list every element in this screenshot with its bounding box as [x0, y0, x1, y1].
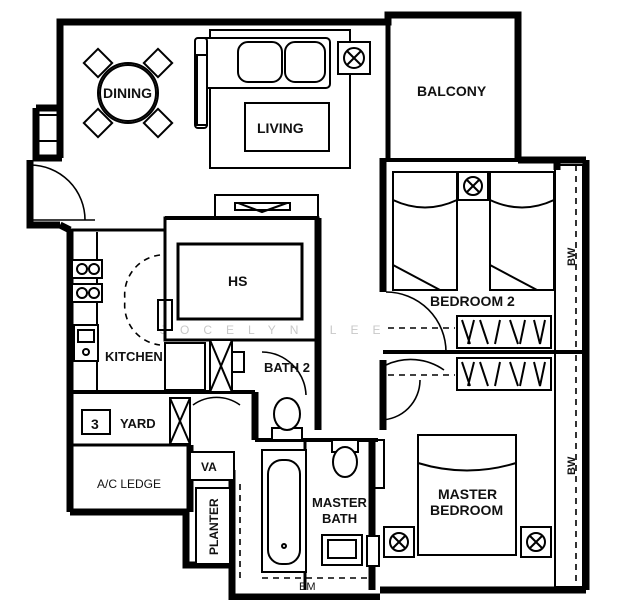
room-label-balcony: BALCONY	[417, 83, 487, 99]
room-label-kitchen: KITCHEN	[105, 349, 163, 364]
yard-area	[81, 396, 241, 445]
va-box	[189, 451, 235, 481]
sink-icon	[73, 324, 99, 362]
room-label-bedroom2: BEDROOM 2	[430, 293, 515, 309]
room-label-va: VA	[201, 460, 217, 474]
room-label-master-bath-1: MASTER	[312, 495, 368, 510]
kitchen-area	[71, 232, 233, 393]
sofa-icon	[194, 37, 331, 129]
planter-box	[195, 487, 231, 565]
room-label-bath2: BATH 2	[264, 360, 310, 375]
watermark: JOCELYN LEE	[160, 323, 394, 337]
fan-icon	[337, 41, 371, 75]
room-label-master-bedroom-1: MASTER	[438, 486, 497, 502]
room-label-ac-ledge: A/C LEDGE	[97, 477, 161, 491]
fan-icon	[457, 171, 489, 201]
room-label-master-bedroom-2: BEDROOM	[430, 502, 503, 518]
wardrobe-icon	[388, 315, 552, 349]
bay-window-label-bottom: BW	[566, 456, 578, 475]
bed-icon	[417, 434, 517, 556]
room-label-master-bath-2: BATH	[322, 511, 357, 526]
bedroom2-area	[385, 164, 584, 354]
fan-icon	[383, 526, 552, 558]
door-swing-icon	[29, 164, 95, 221]
room-label-em: EM	[299, 581, 316, 593]
wardrobe-icon	[388, 357, 552, 391]
yard-fixture-number: 3	[91, 416, 99, 432]
room-label-yard: YARD	[120, 416, 156, 431]
bath2-area	[231, 351, 307, 441]
room-label-living: LIVING	[257, 120, 304, 136]
stove-icon	[71, 259, 103, 303]
bay-window-label-top: BW	[566, 247, 578, 266]
master-bath-area	[239, 439, 380, 579]
hs-room	[157, 194, 320, 342]
living-area	[194, 29, 371, 169]
toilet-icon	[331, 439, 359, 478]
room-label-hs: HS	[228, 273, 247, 289]
toilet-icon	[271, 397, 303, 441]
bathtub-icon	[261, 449, 307, 573]
room-label-planter: PLANTER	[207, 498, 221, 555]
master-bedroom-area	[371, 351, 584, 588]
dining-set-icon	[37, 47, 174, 142]
room-label-dining: DINING	[103, 85, 152, 101]
